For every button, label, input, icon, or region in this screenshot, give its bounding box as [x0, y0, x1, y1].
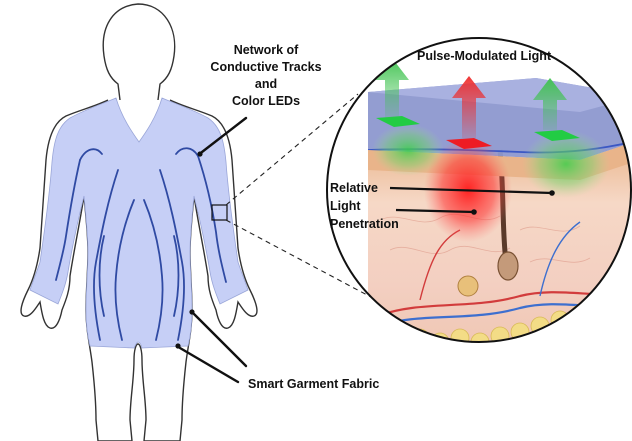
green-light-penetration-right — [522, 130, 610, 198]
penetration-marker-left — [471, 209, 477, 215]
network-label-line3: and — [255, 77, 277, 91]
label-network-conductive-tracks: Network of Conductive Tracks and Color L… — [210, 43, 321, 108]
relative-label-line1: Relative — [330, 181, 378, 195]
head-outline — [103, 4, 174, 112]
pulse-modulated-light-label: Pulse-Modulated Light — [417, 49, 552, 63]
network-label-line1: Network of — [234, 43, 299, 57]
green-light-penetration-left — [372, 124, 444, 176]
relative-label-line2: Light — [330, 199, 361, 213]
relative-label-line3: Penetration — [330, 217, 399, 231]
smart-garment-fabric-label: Smart Garment Fabric — [248, 377, 379, 391]
penetration-marker-right — [549, 190, 555, 196]
network-label-line2: Conductive Tracks — [210, 60, 321, 74]
network-label-line4: Color LEDs — [232, 94, 300, 108]
